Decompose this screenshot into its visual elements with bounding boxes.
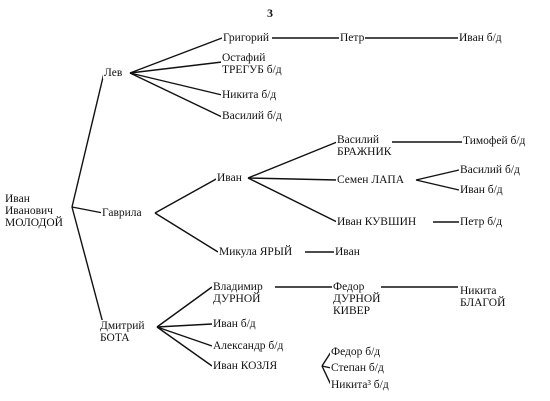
node-mikula-yaryy: Микула ЯРЫЙ: [218, 246, 294, 258]
node-ivan-kuvshin: Иван КУВШИН: [336, 216, 418, 228]
node-ivan-kozlya: Иван КОЗЛЯ: [212, 360, 279, 372]
node-vladimir: Владимир ДУРНОЙ: [212, 281, 264, 305]
node-ivan-gavrila: Иван: [216, 172, 243, 184]
node-vasiliy-brazhnik-line1: Василий: [337, 134, 380, 146]
node-stepan-bd: Степан б/д: [330, 362, 385, 374]
node-fedor-bd: Федор б/д: [330, 346, 382, 358]
node-nikita-blagoy: Никита БЛАГОЙ: [459, 285, 507, 309]
node-dmitriy: Дмитрий БОТА: [99, 320, 146, 344]
node-vasiliy-brazhnik-line2: БРАЖНИК: [337, 146, 392, 158]
node-ivan-bd-2: Иван б/д: [459, 184, 504, 196]
node-nikita-blagoy-line2: БЛАГОЙ: [460, 297, 506, 309]
node-vladimir-line2: ДУРНОЙ: [213, 293, 261, 305]
node-lev: Лев: [103, 67, 124, 79]
node-ostafiy: Остафий ТРЕГУБ б/д: [221, 52, 283, 76]
node-fedor-durnoy: Федор ДУРНОЙ КИВЕР: [332, 281, 382, 317]
node-dmitriy-line1: Дмитрий: [100, 320, 145, 332]
node-root: Иван Иванович МОЛОДОЙ: [4, 193, 64, 229]
node-dmitriy-line2: БОТА: [100, 332, 130, 344]
node-nikita-bd-1: Никита б/д: [221, 89, 278, 101]
node-fedor-durnoy-line2: ДУРНОЙ: [333, 293, 381, 305]
node-fedor-durnoy-line3: КИВЕР: [333, 305, 371, 317]
node-root-line3: МОЛОДОЙ: [5, 217, 63, 229]
node-grigoriy: Григорий: [222, 32, 271, 44]
node-petr: Петр: [339, 32, 366, 44]
page-number: 3: [267, 6, 273, 20]
node-nikita-blagoy-line1: Никита: [460, 285, 497, 297]
node-ivan-bd-3: Иван б/д: [212, 318, 257, 330]
node-nikita3-bd: Никита³ б/д: [330, 379, 390, 391]
node-vasiliy-bd-1: Василий б/д: [221, 110, 283, 122]
node-root-line2: Иванович: [5, 205, 53, 217]
node-vladimir-line1: Владимир: [213, 281, 263, 293]
node-semen-lapa: Семен ЛАПА: [336, 174, 406, 186]
node-vasiliy-bd-2: Василий б/д: [459, 164, 521, 176]
node-ostafiy-line1: Остафий: [222, 52, 266, 64]
node-vasiliy-brazhnik: Василий БРАЖНИК: [336, 134, 393, 158]
node-petr-bd: Петр б/д: [459, 216, 504, 228]
node-gavrila: Гаврила: [101, 207, 143, 219]
node-fedor-durnoy-line1: Федор: [333, 281, 365, 293]
node-ivan-bd-1: Иван б/д: [458, 32, 503, 44]
node-aleksandr-bd: Александр б/д: [212, 340, 285, 352]
node-root-line1: Иван: [5, 193, 30, 205]
node-timofey-bd: Тимофей б/д: [462, 135, 527, 147]
node-ostafiy-line2: ТРЕГУБ б/д: [222, 64, 282, 76]
node-ivan-mikula: Иван: [334, 246, 361, 258]
